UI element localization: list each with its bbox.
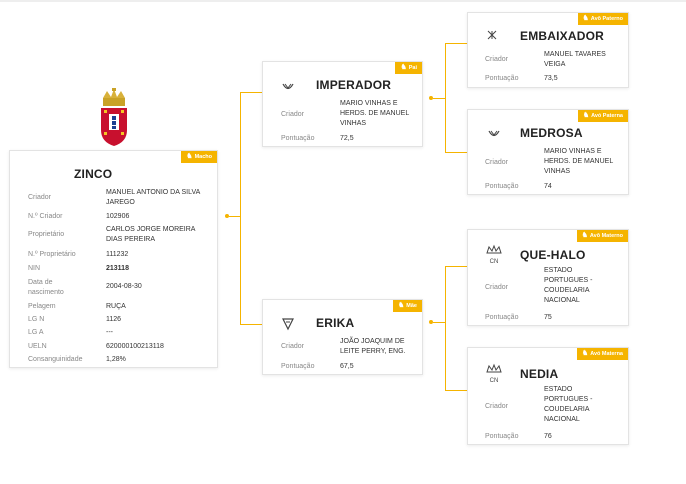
field-label: Proprietário [28,231,65,238]
pontuacao-label: Pontuação [485,183,519,190]
field-label: Pelagem [28,303,56,310]
connector-line [240,92,262,93]
field-label: LG N [28,316,45,323]
field-label: Consanguinidade [28,356,83,363]
field-value: 1126 [106,316,122,323]
breed-brand-icon [487,30,497,40]
connector-line [229,216,240,217]
pontuacao-value: 73,5 [544,75,558,82]
paternal-granddam-card[interactable]: ♞Avó Paterna MEDROSA Criador MARIO VINHA… [467,109,629,195]
pontuacao-value: 74 [544,183,552,190]
horse-icon: ♞ [186,153,193,160]
criador-value: MARIO VINHAS E HERDS. DE MANUEL VINHAS [544,148,613,175]
criador-value: MARIO VINHAS E HERDS. DE MANUEL VINHAS [340,100,409,127]
coat-of-arms-icon [101,88,127,146]
connector-line [240,92,241,324]
horse-icon: ♞ [582,112,590,119]
dam-name: ERIKA [316,316,355,330]
paternal-grandsire-name: EMBAIXADOR [520,29,605,43]
criador-label: Criador [485,284,508,291]
criador-value: ESTADO PORTUGUES - COUDELARIA NACIONAL [544,267,593,304]
horse-icon: ♞ [400,64,407,71]
horse-icon: ♞ [581,350,589,357]
svg-text:CN: CN [490,378,499,383]
field-value: 1,28% [106,356,126,363]
criador-label: Criador [485,403,508,410]
field-value: 620000100213118 [106,343,164,350]
field-label: N.º Criador [28,213,63,220]
connector-line [445,266,446,390]
connector-line [445,43,446,152]
field-value: CARLOS JORGE MOREIRA DIAS PEREIRA [106,226,196,243]
maternal-granddam-card[interactable]: ♞Avó Materna CN NEDIA Criador ESTADO POR… [467,347,629,445]
pontuacao-label: Pontuação [485,75,519,82]
sex-badge: ♞Macho [181,151,217,163]
dam-badge: ♞Mãe [393,300,422,312]
breed-brand-icon [282,318,294,331]
paternal-grandsire-badge: ♞Avô Paterno [577,13,628,25]
criador-value: ESTADO PORTUGUES - COUDELARIA NACIONAL [544,386,593,423]
criador-label: Criador [281,111,304,118]
breed-brand-icon: CN [486,244,502,264]
sire-badge: ♞Pai [395,62,422,74]
horse-icon: ♞ [581,232,588,239]
connector-dot [429,320,433,324]
pontuacao-label: Pontuação [281,363,315,370]
sire-name: IMPERADOR [316,78,392,92]
horse-icon: ♞ [398,302,405,309]
breed-brand-icon: CN [486,363,502,383]
field-value: 213118 [106,265,129,272]
horse-name: ZINCO [74,167,113,181]
pontuacao-label: Pontuação [281,135,315,142]
maternal-grandsire-badge: ♞Avô Materno [576,230,628,242]
maternal-granddam-badge: ♞Avó Materna [576,348,628,360]
field-label: LG A [28,329,44,336]
pontuacao-label: Pontuação [485,314,519,321]
paternal-granddam-name: MEDROSA [520,126,583,140]
connector-dot [429,96,433,100]
connector-line [445,266,467,267]
field-label: Criador [28,194,51,201]
field-label: Data de nascimento [28,279,64,296]
connector-line [445,152,467,153]
dam-card[interactable]: ♞Mãe ERIKA Criador JOÃO JOAQUIM DE LEITE… [262,299,423,375]
paternal-granddam-badge: ♞Avó Paterna [577,110,628,122]
pontuacao-label: Pontuação [485,433,519,440]
connector-line [433,98,445,99]
svg-text:CN: CN [490,259,499,264]
connector-line [445,390,467,391]
paternal-grandsire-card[interactable]: ♞Avô Paterno EMBAIXADOR Criador MANUEL T… [467,12,629,88]
pontuacao-value: 67,5 [340,363,354,370]
breed-brand-icon [488,130,500,137]
connector-dot [225,214,229,218]
maternal-granddam-name: NEDIA [520,367,559,381]
connector-line [433,322,445,323]
field-value: 2004-08-30 [106,283,142,290]
criador-value: MANUEL TAVARES VEIGA [544,51,606,68]
field-value: --- [106,329,113,336]
maternal-grandsire-name: QUE-HALO [520,248,586,262]
pontuacao-value: 72,5 [340,135,354,142]
pontuacao-value: 75 [544,314,552,321]
field-label: NIN [28,265,41,272]
field-label: N.º Proprietário [28,251,76,258]
pontuacao-value: 76 [544,433,552,440]
top-divider [0,0,686,2]
connector-line [240,324,262,325]
field-value: MANUEL ANTONIO DA SILVA JAREGO [106,189,200,206]
criador-label: Criador [485,159,508,166]
connector-line [445,43,467,44]
horse-icon: ♞ [582,15,589,22]
criador-value: JOÃO JOAQUIM DE LEITE PERRY, ENG. [340,338,406,355]
field-value: RUÇA [106,303,126,310]
horse-card: ♞Macho ZINCO Criador MANUEL ANTONIO DA S… [9,150,218,368]
criador-label: Criador [281,343,304,350]
field-value: 102906 [106,213,130,220]
sire-card[interactable]: ♞Pai IMPERADOR Criador MARIO VINHAS E HE… [262,61,423,147]
breed-brand-icon [282,83,294,90]
field-value: 111232 [106,251,129,258]
maternal-grandsire-card[interactable]: ♞Avô Materno CN QUE-HALO Criador ESTADO … [467,229,629,326]
criador-label: Criador [485,56,508,63]
field-label: UELN [28,343,47,350]
